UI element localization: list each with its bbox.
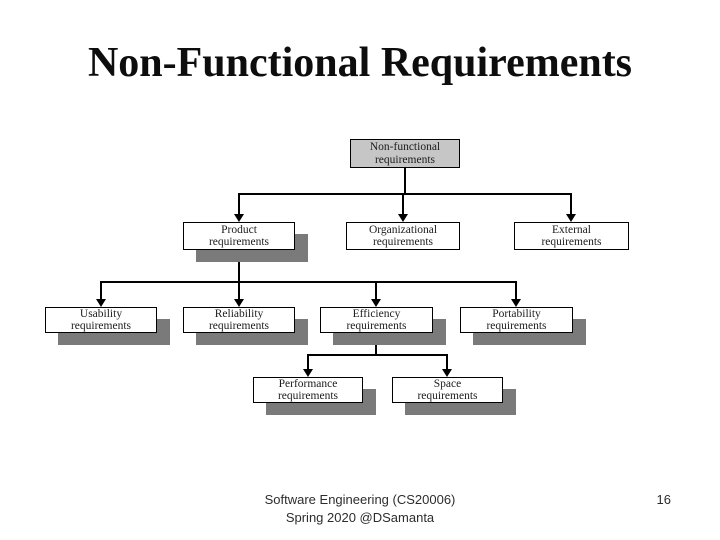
node-space-requirements: Space requirements	[392, 377, 503, 403]
node-external-requirements: External requirements	[514, 222, 629, 250]
arrow-down-icon	[398, 214, 408, 222]
connector-line	[100, 281, 102, 299]
arrow-down-icon	[96, 299, 106, 307]
page-number: 16	[656, 492, 671, 507]
node-label-line: requirements	[70, 320, 132, 332]
node-label-line: Organizational	[368, 223, 438, 236]
arrow-down-icon	[234, 299, 244, 307]
node-label-line: Portability	[492, 307, 541, 320]
arrow-down-icon	[566, 214, 576, 222]
node-label-line: Efficiency	[352, 307, 401, 320]
node-portability-requirements: Portability requirements	[460, 307, 573, 333]
node-label-line: Usability	[79, 307, 123, 320]
slide-footer: Software Engineering (CS20006) Spring 20…	[0, 491, 720, 527]
node-label-line: External	[552, 223, 591, 236]
connector-line	[404, 168, 406, 194]
connector-line	[446, 354, 448, 369]
arrow-down-icon	[442, 369, 452, 377]
footer-term-line: Spring 2020 @DSamanta	[285, 510, 435, 525]
connector-line	[238, 250, 240, 281]
connector-line	[375, 333, 377, 354]
connector-line	[375, 281, 377, 299]
node-organizational-requirements: Organizational requirements	[346, 222, 460, 250]
connector-line	[515, 281, 517, 299]
node-non-functional-requirements: Non-functional requirements	[350, 139, 460, 168]
node-label-line: requirements	[208, 320, 270, 332]
node-label-line: Product	[221, 223, 257, 236]
arrow-down-icon	[234, 214, 244, 222]
node-label-line: Reliability	[214, 307, 264, 320]
footer-course-line: Software Engineering (CS20006)	[264, 492, 456, 507]
node-label-line: requirements	[374, 153, 436, 166]
node-label-line: requirements	[346, 320, 407, 332]
connector-line	[238, 193, 572, 195]
connector-line	[402, 193, 404, 214]
connector-line	[307, 354, 309, 369]
node-usability-requirements: Usability requirements	[45, 307, 157, 333]
connector-line	[100, 281, 517, 283]
node-label-line: Non-functional	[369, 141, 441, 153]
arrow-down-icon	[511, 299, 521, 307]
connector-line	[307, 354, 448, 356]
node-label-line: Space	[433, 377, 462, 390]
node-efficiency-requirements: Efficiency requirements	[320, 307, 433, 333]
node-label-line: requirements	[372, 236, 434, 248]
node-label-line: requirements	[208, 236, 270, 248]
node-reliability-requirements: Reliability requirements	[183, 307, 295, 333]
slide-title: Non-Functional Requirements	[87, 40, 633, 86]
node-label-line: Performance	[278, 377, 338, 390]
node-performance-requirements: Performance requirements	[253, 377, 363, 403]
node-label-line: requirements	[277, 390, 339, 402]
node-product-requirements: Product requirements	[183, 222, 295, 250]
node-label-line: requirements	[486, 320, 547, 332]
arrow-down-icon	[303, 369, 313, 377]
connector-line	[238, 281, 240, 299]
node-label-line: requirements	[417, 390, 478, 402]
connector-line	[238, 193, 240, 214]
node-label-line: requirements	[541, 236, 602, 248]
connector-line	[570, 193, 572, 214]
arrow-down-icon	[371, 299, 381, 307]
